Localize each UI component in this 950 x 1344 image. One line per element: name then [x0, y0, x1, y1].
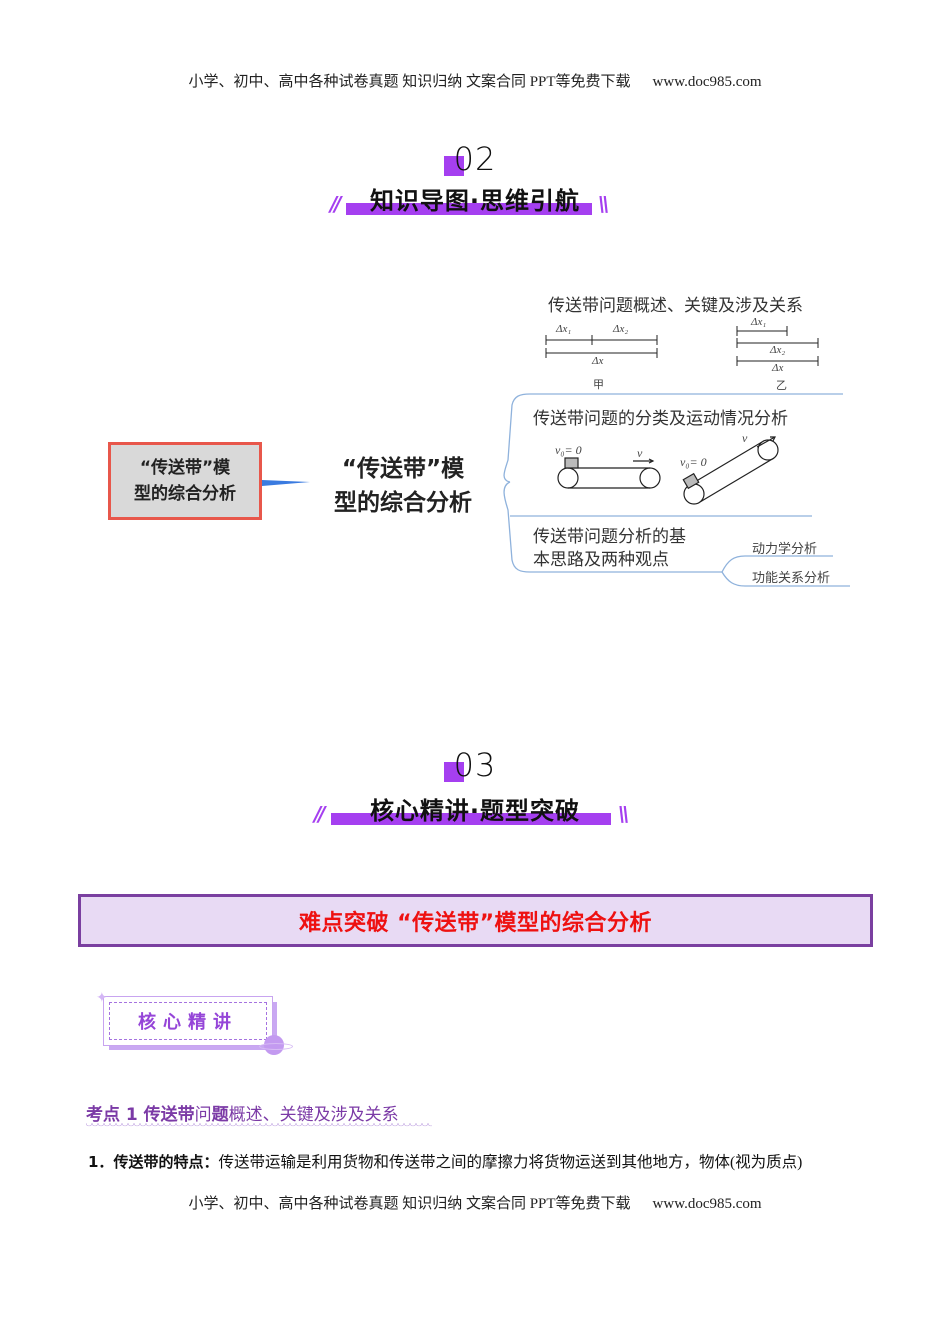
section-number-wrap: 02: [0, 140, 950, 178]
banner-text: 难点突破 “传送带”模型的综合分析: [298, 910, 653, 936]
child-energy-analysis[interactable]: 功能关系分析: [752, 571, 831, 586]
paragraph-term: 传送带的特点：: [113, 1153, 219, 1171]
mind-map-lines: [262, 326, 850, 587]
right-slash-decoration: \\: [598, 192, 609, 216]
jia-dx-label: Δx: [592, 355, 604, 367]
left-slash-decoration: //: [330, 192, 341, 216]
section-number-wrap: 03: [0, 746, 950, 784]
kaodian-bold-1: 传送带: [143, 1105, 195, 1125]
footer-text: 小学、初中、高中各种试卷真题 知识归纳 文案合同 PPT等免费下载: [188, 1196, 631, 1212]
paragraph-text: 传送带运输是利用货物和传送带之间的摩擦力将货物运送到其他地方，物体(视为质点): [218, 1154, 803, 1171]
core-lecture-badge: 核心精讲: [103, 996, 273, 1046]
kaodian-normal-1: 问: [194, 1105, 212, 1125]
kaodian-bold-2: 题: [211, 1105, 229, 1125]
kaodian-rest: 概述、关键及涉及关系: [228, 1105, 399, 1125]
jia-caption: 甲: [593, 378, 604, 391]
title-underline-bar: [346, 203, 592, 215]
horizontal-v-label: v: [637, 446, 643, 460]
horizontal-v0-label: v₀= 0: [555, 443, 582, 457]
root-line-1: “传送带”模: [139, 458, 231, 478]
right-slash-decoration: \\: [618, 802, 629, 826]
mind-map-center-node[interactable]: “传送带”模型的综合分析: [318, 452, 488, 520]
center-line-1: “传送带”模: [341, 456, 465, 482]
mind-map-root-node[interactable]: “传送带”模型的综合分析: [108, 442, 262, 520]
yi-dx1-label: Δx₁: [751, 316, 767, 328]
badge-label: 核心精讲: [138, 1012, 238, 1033]
branch-3-label[interactable]: 传送带问题分析的基本思路及两种观点: [533, 526, 686, 572]
section-02-heading: 02 // 知识导图·思维引航 \\: [0, 140, 950, 230]
branch-3-line-1: 传送带问题分析的基: [533, 527, 686, 547]
left-slash-decoration: //: [314, 802, 325, 826]
kaodian-heading: 考点 1 传送带问题概述、关键及涉及关系: [86, 1100, 399, 1125]
kaodian-prefix: 考点 1: [86, 1105, 144, 1125]
sparkle-icon: ✦: [96, 990, 108, 1006]
paragraph-1: 1．传送带的特点：传送带运输是利用货物和传送带之间的摩擦力将货物运送到其他地方，…: [88, 1150, 802, 1172]
topic-banner: 难点突破 “传送带”模型的综合分析: [78, 894, 873, 947]
yi-dx-label: Δx: [772, 362, 784, 374]
yi-dx2-label: Δx₂: [770, 344, 786, 356]
planet-ring-icon: [259, 1043, 293, 1050]
footer-url: www.doc985.com: [652, 1196, 762, 1212]
section-03-heading: 03 // 核心精讲·题型突破 \\: [0, 746, 950, 836]
inclined-v-label: v: [742, 431, 748, 445]
header-url: www.doc985.com: [652, 74, 762, 90]
page-footer: 小学、初中、高中各种试卷真题 知识归纳 文案合同 PPT等免费下载 www.doc…: [0, 1192, 950, 1213]
jia-dx2-label: Δx₂: [613, 323, 629, 335]
section-title: 知识导图·思维引航: [369, 187, 581, 215]
branch-1-label[interactable]: 传送带问题概述、关键及涉及关系: [548, 296, 803, 316]
child-dynamics-analysis[interactable]: 动力学分析: [752, 542, 818, 557]
number-accent-block: [444, 156, 464, 176]
yi-caption: 乙: [776, 379, 787, 392]
inclined-v0-label: v₀= 0: [680, 455, 707, 469]
paragraph-number: 1．: [88, 1153, 114, 1171]
header-text: 小学、初中、高中各种试卷真题 知识归纳 文案合同 PPT等免费下载: [188, 74, 631, 90]
root-line-2: 型的综合分析: [134, 484, 236, 504]
branch-3-line-2: 本思路及两种观点: [533, 550, 669, 570]
number-accent-block: [444, 762, 464, 782]
section-number: 03: [453, 746, 497, 784]
center-line-2: 型的综合分析: [334, 490, 472, 516]
section-title: 核心精讲·题型突破: [369, 797, 581, 825]
wavy-underline: [86, 1123, 432, 1128]
page-header: 小学、初中、高中各种试卷真题 知识归纳 文案合同 PPT等免费下载 www.doc…: [0, 70, 950, 91]
branch-2-label[interactable]: 传送带问题的分类及运动情况分析: [533, 409, 788, 429]
jia-dx1-label: Δx₁: [556, 323, 572, 335]
title-underline-bar: [331, 813, 611, 825]
section-number: 02: [453, 140, 497, 178]
